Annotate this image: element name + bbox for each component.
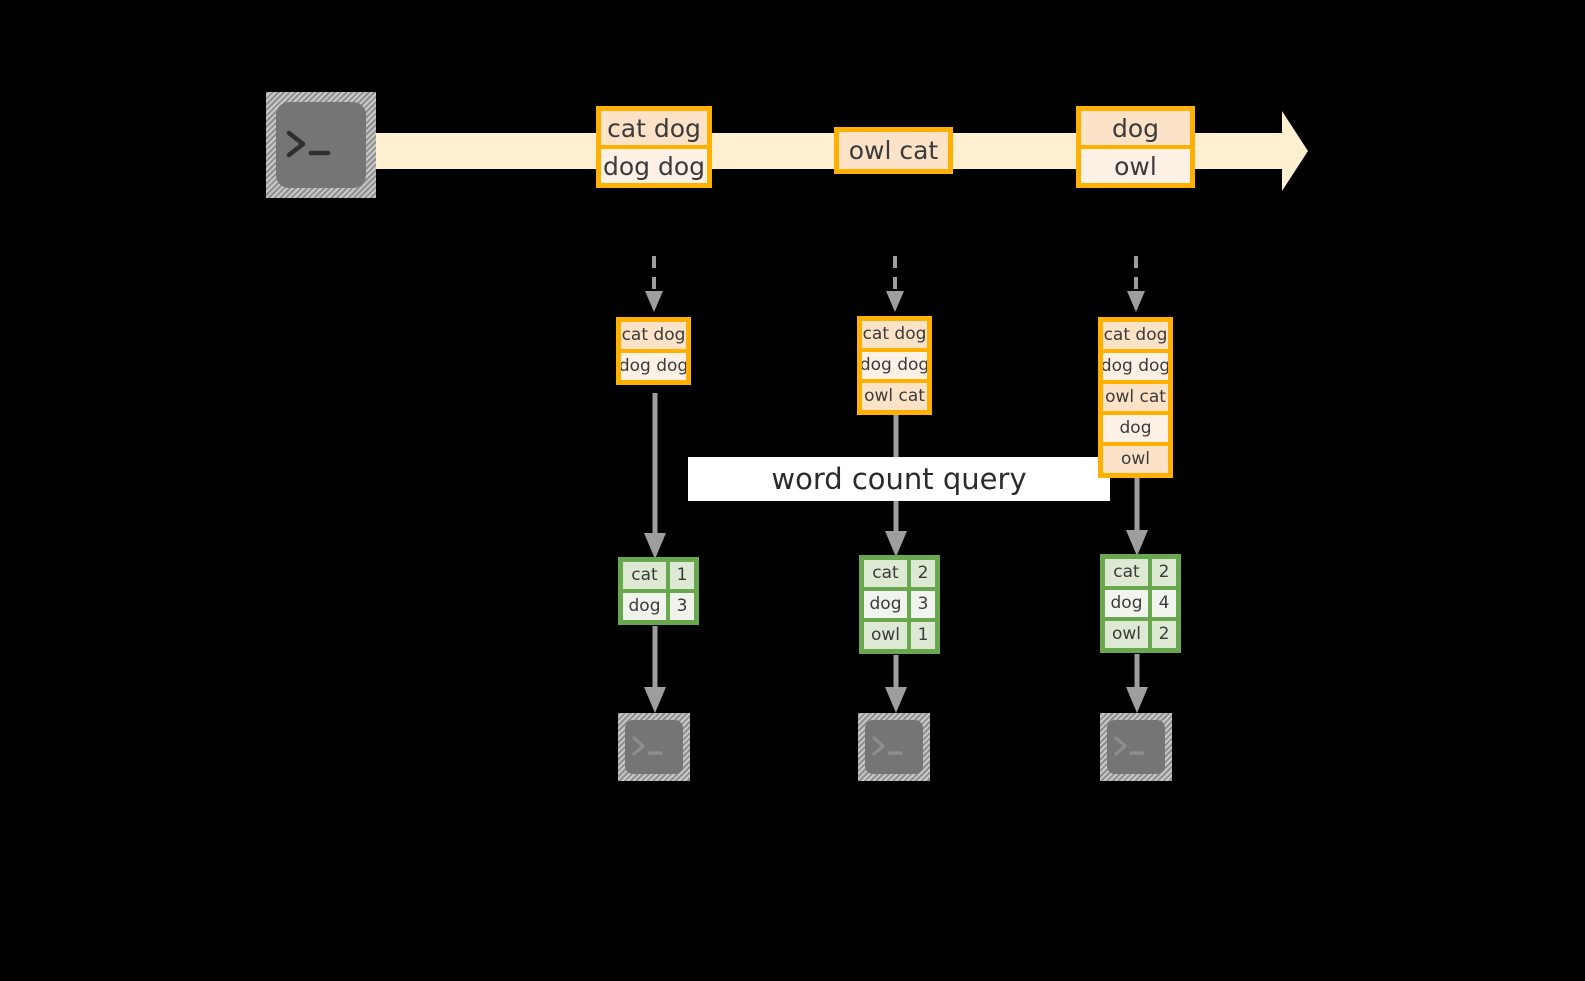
result-table-2: cat 2 dog 3 owl 1 [859, 555, 940, 654]
stream-arrow-head-icon [1252, 111, 1308, 191]
batch-input-row: dog [1101, 413, 1170, 444]
result-count: 3 [668, 591, 696, 622]
batch-input-row: owl cat [860, 381, 929, 412]
stream-event-1: cat dog dog dog [596, 106, 712, 188]
source-terminal-icon [266, 92, 376, 198]
result-row: cat 1 [621, 560, 696, 591]
dashed-arrow-batch-1 [644, 256, 664, 314]
result-count: 4 [1150, 588, 1178, 619]
terminal-body [1107, 720, 1165, 774]
result-count: 2 [909, 558, 937, 589]
result-word: dog [862, 589, 909, 620]
batch-input-row: dog dog [1101, 351, 1170, 382]
result-table-3: cat 2 dog 4 owl 2 [1100, 554, 1181, 653]
batch-input-row: owl cat [1101, 382, 1170, 413]
result-count: 2 [1150, 619, 1178, 650]
terminal-body [276, 102, 366, 188]
prompt-glyph-icon [286, 130, 331, 158]
batch-input-row: cat dog [619, 320, 688, 351]
stream-event-line: dog dog [599, 147, 709, 185]
sink-arrow-batch-2 [885, 655, 907, 715]
result-word: owl [1103, 619, 1150, 650]
prompt-glyph-icon [632, 736, 663, 756]
result-word: dog [621, 591, 668, 622]
result-row: cat 2 [862, 558, 937, 589]
sink-terminal-3-icon [1100, 713, 1172, 781]
result-word: cat [621, 560, 668, 591]
sink-arrow-batch-3 [1126, 654, 1148, 715]
prompt-glyph-icon [872, 736, 903, 756]
result-count: 3 [909, 589, 937, 620]
result-word: owl [862, 620, 909, 651]
terminal-body [865, 720, 923, 774]
batch-input-1: cat dog dog dog [616, 317, 691, 385]
batch-input-row: dog dog [619, 351, 688, 382]
result-row: dog 3 [862, 589, 937, 620]
terminal-body [625, 720, 683, 774]
batch-input-3: cat dog dog dog owl cat dog owl [1098, 317, 1173, 478]
batch-input-2: cat dog dog dog owl cat [857, 316, 932, 415]
result-word: dog [1103, 588, 1150, 619]
sink-arrow-batch-1 [644, 626, 666, 715]
batch-input-row: owl [1101, 444, 1170, 475]
result-row: dog 3 [621, 591, 696, 622]
stream-event-line: dog [1079, 109, 1192, 147]
stream-event-3: dog owl [1076, 106, 1195, 188]
dashed-arrow-batch-2 [885, 256, 905, 314]
result-word: cat [862, 558, 909, 589]
dashed-arrow-batch-3 [1126, 256, 1146, 314]
stream-event-line: owl [1079, 147, 1192, 185]
result-count: 1 [668, 560, 696, 591]
query-banner-label: word count query [771, 461, 1027, 496]
sink-terminal-2-icon [858, 713, 930, 781]
result-table-1: cat 1 dog 3 [618, 557, 699, 625]
stream-event-line: cat dog [599, 109, 709, 147]
result-count: 2 [1150, 557, 1178, 588]
query-arrow-batch-1 [644, 393, 666, 561]
result-word: cat [1103, 557, 1150, 588]
result-row: dog 4 [1103, 588, 1178, 619]
stream-event-2: owl cat [834, 127, 953, 174]
result-count: 1 [909, 620, 937, 651]
query-banner: word count query [688, 457, 1110, 501]
stream-event-line: owl cat [837, 130, 950, 171]
batch-input-row: cat dog [1101, 320, 1170, 351]
sink-terminal-1-icon [618, 713, 690, 781]
query-arrow-batch-3 [1126, 472, 1148, 558]
result-row: owl 2 [1103, 619, 1178, 650]
result-row: owl 1 [862, 620, 937, 651]
prompt-glyph-icon [1114, 736, 1145, 756]
result-row: cat 2 [1103, 557, 1178, 588]
batch-input-row: dog dog [860, 350, 929, 381]
batch-input-row: cat dog [860, 319, 929, 350]
